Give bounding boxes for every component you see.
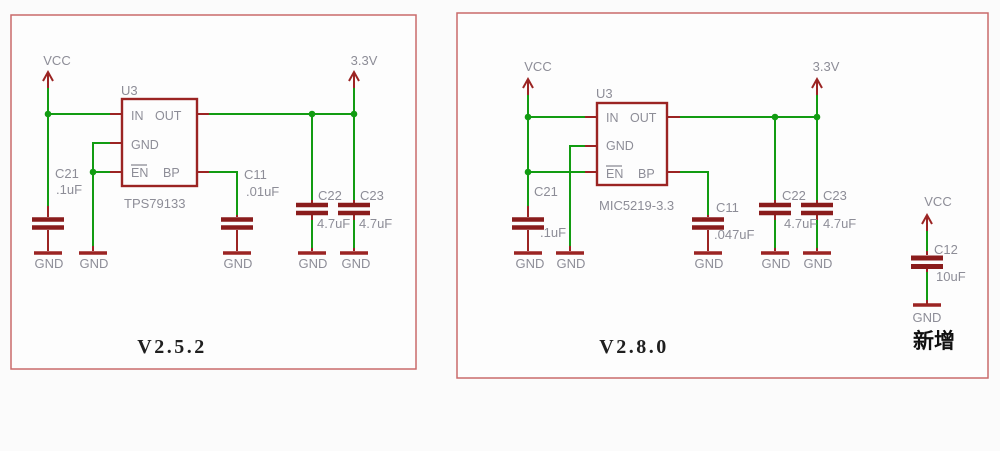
left-panel: VCC 3.3V U3 IN OUT GND EN BP TPS79133 C2… <box>10 14 417 370</box>
right-panel: VCC 3.3V U3 IN OUT GND EN BP MIC5219-3.3… <box>456 12 989 379</box>
gnd-label: GND <box>695 256 724 271</box>
net-label-vcc: VCC <box>43 53 70 68</box>
gnd-label: GND <box>224 256 253 271</box>
right-wires-green <box>527 94 818 248</box>
net-label-vcc: VCC <box>924 194 951 209</box>
right-version-caption: V2.8.0 <box>599 336 668 358</box>
junction-dot <box>350 110 358 118</box>
pin-label-bp: BP <box>638 167 655 181</box>
cap-value-c11: .047uF <box>714 227 755 242</box>
net-label-3v3: 3.3V <box>813 59 840 74</box>
junction-dot <box>308 110 316 118</box>
gnd-label: GND <box>804 256 833 271</box>
cap-ref-c22: C22 <box>318 188 342 203</box>
right-vout-arrow-icon <box>811 76 823 95</box>
left-version-caption: V2.5.2 <box>137 336 206 358</box>
pin-label-out: OUT <box>630 111 657 125</box>
cap-ref-c12: C12 <box>934 242 958 257</box>
pin-label-gnd: GND <box>606 139 634 153</box>
cap-ref-c11: C11 <box>716 200 739 215</box>
net-label-vcc: VCC <box>524 59 551 74</box>
right-vcc-arrow-icon <box>522 76 534 95</box>
left-wires-green <box>47 87 355 248</box>
cap-value-c22: 4.7uF <box>784 216 817 231</box>
gnd-label: GND <box>516 256 545 271</box>
left-vcc-arrow-icon <box>42 69 54 88</box>
cap-value-c23: 4.7uF <box>359 216 392 231</box>
junction-dot <box>44 110 52 118</box>
ic-refdes: U3 <box>596 86 613 101</box>
cap-ref-c22: C22 <box>782 188 806 203</box>
left-vout-arrow-icon <box>348 69 360 88</box>
pin-label-bp: BP <box>163 166 180 180</box>
ic-refdes: U3 <box>121 83 138 98</box>
added-caption: 新增 <box>913 329 955 353</box>
cap-value-c21: .1uF <box>540 225 566 240</box>
pin-label-in: IN <box>131 109 144 123</box>
pin-label-out: OUT <box>155 109 182 123</box>
left-pin-stubs-red <box>47 113 355 251</box>
added-vcc-arrow-icon <box>921 212 933 231</box>
gnd-label: GND <box>342 256 371 271</box>
pin-label-en: EN <box>131 166 148 180</box>
cap-value-c12: 10uF <box>936 269 966 284</box>
cap-ref-c21: C21 <box>55 166 79 181</box>
added-capacitor-plates <box>911 255 943 269</box>
pin-label-gnd: GND <box>131 138 159 152</box>
left-panel-border <box>10 14 417 370</box>
junction-dot <box>89 168 97 176</box>
gnd-label: GND <box>913 310 942 325</box>
cap-value-c21: .1uF <box>56 182 82 197</box>
cap-value-c22: 4.7uF <box>317 216 350 231</box>
right-panel-border <box>456 12 989 379</box>
ic-part-number: TPS79133 <box>124 196 185 211</box>
net-label-3v3: 3.3V <box>351 53 378 68</box>
ic-part-number: MIC5219-3.3 <box>599 198 674 213</box>
cap-value-c23: 4.7uF <box>823 216 856 231</box>
junction-dot <box>524 113 532 121</box>
right-capacitor-plates <box>512 202 833 230</box>
cap-ref-c21: C21 <box>534 184 558 199</box>
cap-ref-c11: C11 <box>244 167 267 182</box>
pin-label-in: IN <box>606 111 619 125</box>
right-pin-stubs-red <box>527 116 818 251</box>
left-capacitor-plates <box>32 202 370 230</box>
cap-ref-c23: C23 <box>360 188 384 203</box>
gnd-label: GND <box>80 256 109 271</box>
left-ic-outline <box>120 97 199 188</box>
pin-label-en: EN <box>606 167 623 181</box>
gnd-label: GND <box>299 256 328 271</box>
cap-value-c11: .01uF <box>246 184 279 199</box>
junction-dot <box>813 113 821 121</box>
cap-ref-c23: C23 <box>823 188 847 203</box>
junction-dot <box>524 168 532 176</box>
added-capacitor-section: VCC C12 10uF GND 新增 <box>911 194 966 353</box>
gnd-label: GND <box>557 256 586 271</box>
right-ic-outline <box>595 101 669 187</box>
gnd-label: GND <box>35 256 64 271</box>
gnd-label: GND <box>762 256 791 271</box>
junction-dot <box>771 113 779 121</box>
